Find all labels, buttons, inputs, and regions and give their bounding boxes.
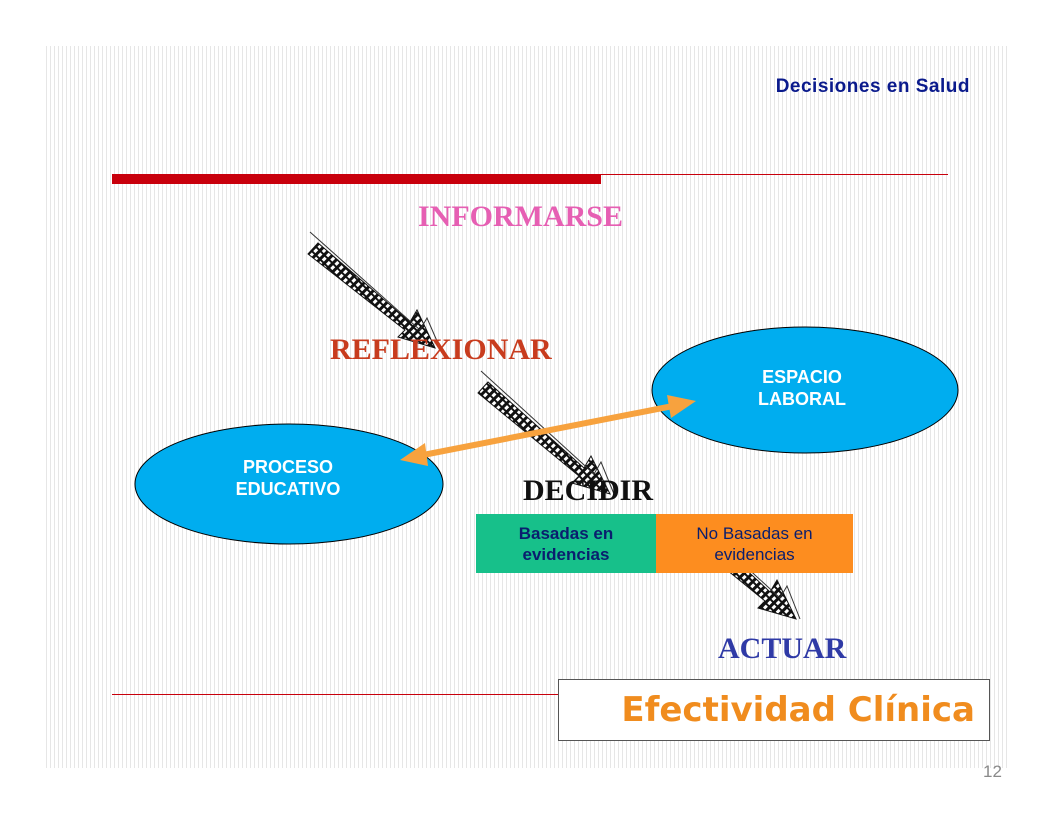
- basadas-line1: Basadas en: [518, 523, 614, 543]
- flow-arrow-reflexionar-decidir: [477, 370, 615, 495]
- no-basadas-line1: No Basadas en: [696, 523, 813, 543]
- flow-arrow-informarse-reflexionar: [307, 231, 441, 349]
- result-box-efectividad-clinica: Efectividad Clínica: [558, 679, 990, 741]
- ellipse-espacio-laboral: [651, 326, 959, 454]
- espacio-label-line2: LABORAL: [758, 389, 846, 409]
- proceso-educativo-label: PROCESO EDUCATIVO: [202, 456, 374, 500]
- espacio-laboral-label: ESPACIO LABORAL: [716, 366, 888, 410]
- header-rule-thin: [601, 174, 948, 175]
- slide-header-title: Decisiones en Salud: [775, 76, 970, 97]
- ellipse-proceso-educativo: [134, 423, 444, 545]
- page-number: 12: [983, 762, 1002, 781]
- step-actuar: ACTUAR: [718, 632, 847, 665]
- footer-rule: [112, 694, 560, 695]
- proceso-label-line1: PROCESO: [242, 457, 334, 477]
- espacio-label-line1: ESPACIO: [762, 367, 842, 387]
- result-label: Efectividad Clínica: [621, 690, 975, 730]
- step-reflexionar: REFLEXIONAR: [330, 333, 552, 366]
- basadas-text: Basadas en evidencias: [491, 523, 641, 565]
- decision-box-no-basadas: No Basadas en evidencias: [656, 514, 853, 573]
- no-basadas-text: No Basadas en evidencias: [665, 523, 845, 565]
- header-rule-thick: [112, 174, 601, 184]
- no-basadas-line2: evidencias: [714, 544, 795, 564]
- basadas-line2: evidencias: [522, 544, 610, 564]
- proceso-label-line2: EDUCATIVO: [235, 479, 341, 499]
- decision-box-basadas: Basadas en evidencias: [476, 514, 656, 573]
- step-informarse: INFORMARSE: [418, 200, 624, 233]
- bidirectional-connector-arrow: [400, 395, 696, 466]
- step-decidir: DECIDIR: [523, 474, 654, 507]
